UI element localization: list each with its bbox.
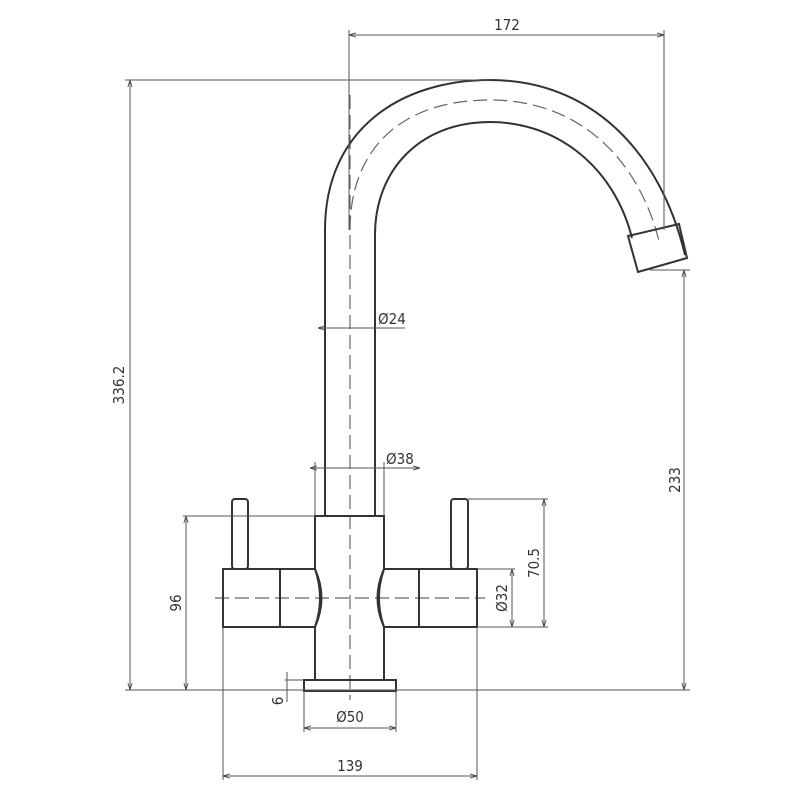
dim-d32-label: Ø32 xyxy=(493,584,511,612)
spout-centerline xyxy=(349,99,661,246)
aerator-nozzle xyxy=(626,222,689,274)
dim-233-label: 233 xyxy=(666,467,684,493)
dim-d50-label: Ø50 xyxy=(336,708,364,726)
extension-lines xyxy=(125,30,690,780)
dim-d38-label: Ø38 xyxy=(386,450,414,468)
dim-70-5-label: 70.5 xyxy=(525,548,543,578)
right-lever xyxy=(450,498,469,570)
left-lever xyxy=(231,498,249,570)
dim-96-label: 96 xyxy=(167,594,185,611)
dim-336-label: 336.2 xyxy=(110,366,128,405)
dimension-lines xyxy=(130,35,684,776)
base-plate xyxy=(303,679,397,692)
left-handle-collar xyxy=(279,568,323,628)
dim-d24-label: Ø24 xyxy=(378,310,406,328)
tap-body xyxy=(222,498,478,692)
left-handle-block xyxy=(222,568,281,628)
dim-139-label: 139 xyxy=(337,757,363,775)
right-handle-collar xyxy=(376,568,420,628)
dim-172-label: 172 xyxy=(494,16,520,34)
spout xyxy=(324,78,689,515)
dim-6-label: 6 xyxy=(269,697,287,706)
